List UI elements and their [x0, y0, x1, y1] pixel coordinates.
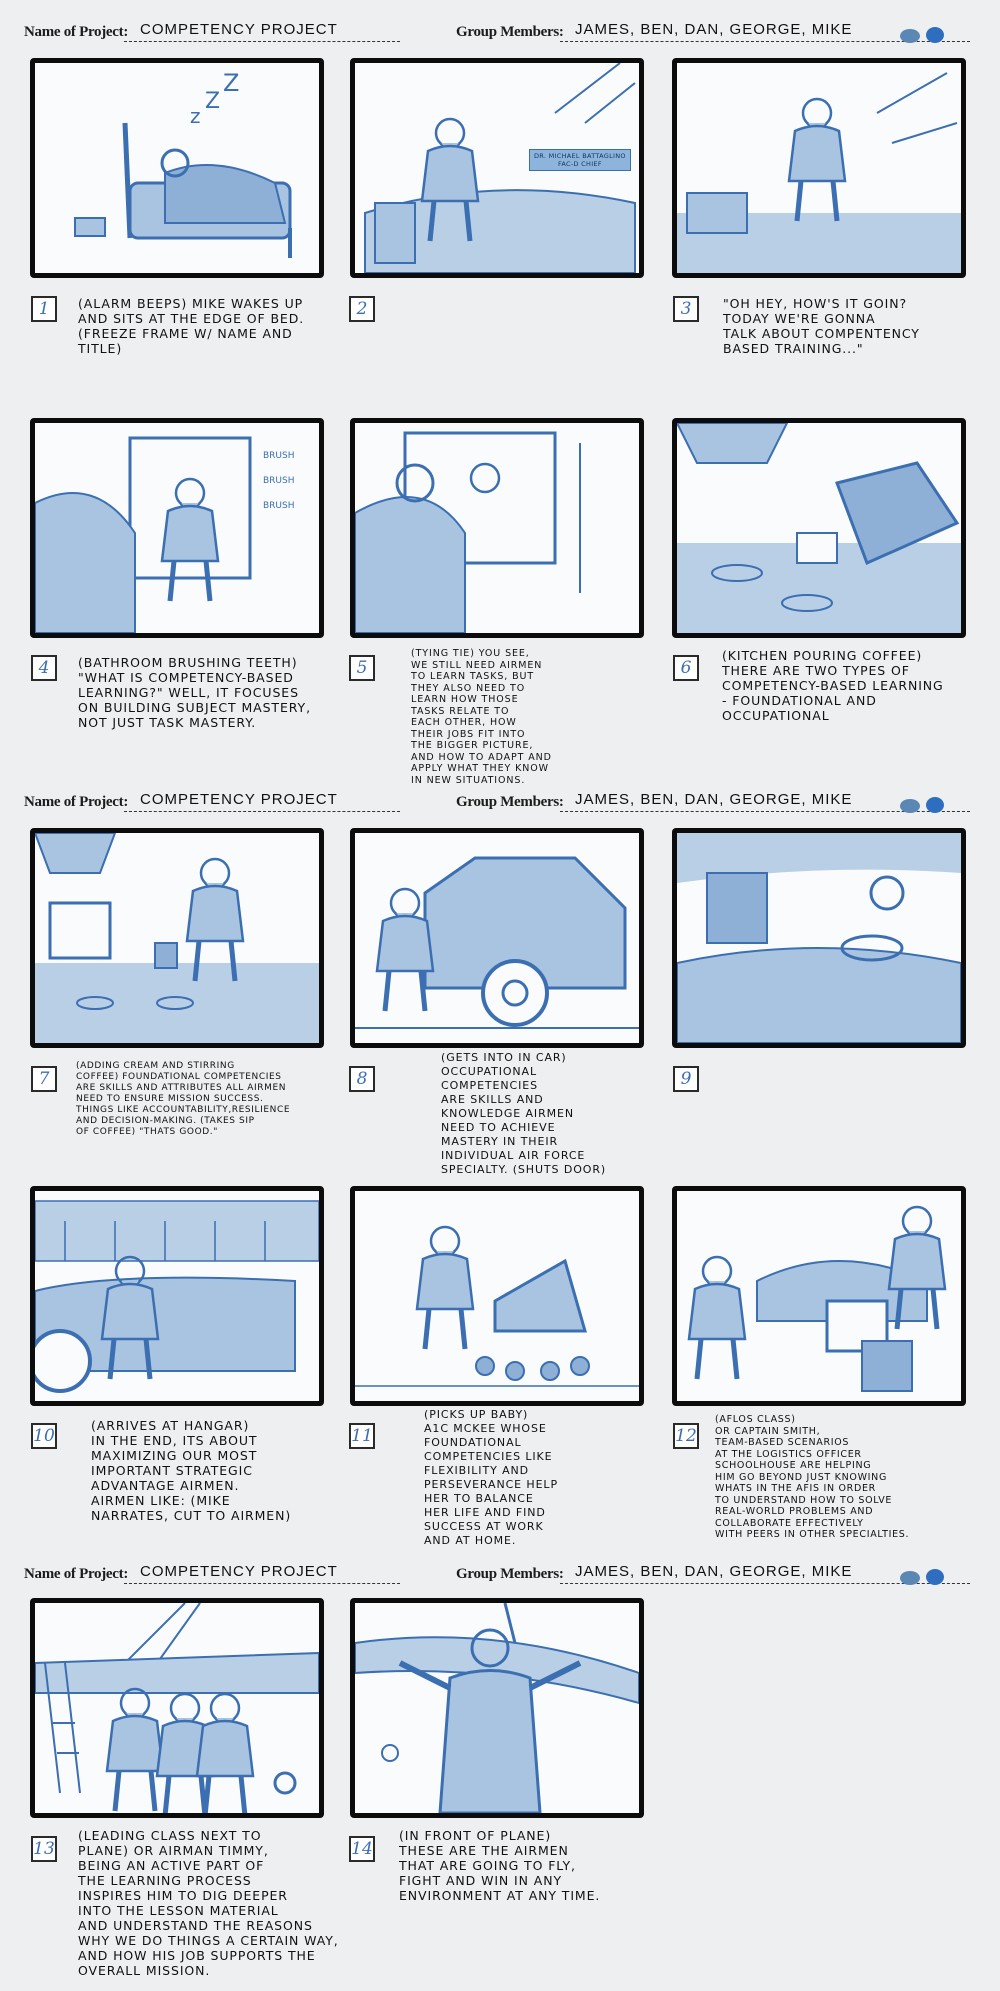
name-plate-title: FAC-D CHIEF [557, 160, 602, 168]
panel-12-sketch [677, 1191, 961, 1392]
panel-13-frame [30, 1598, 324, 1818]
project-label: Name of Project: [24, 794, 129, 810]
svg-text:Z: Z [223, 69, 239, 97]
panel-12-frame [672, 1186, 966, 1406]
panel-11-sketch [355, 1191, 639, 1387]
panel-9-number: 9 [673, 1066, 699, 1092]
panel-11-caption: (PICKS UP BABY) A1C MCKEE WHOSE FOUNDATI… [424, 1408, 558, 1547]
panel-4-number: 4 [31, 655, 57, 681]
panel-8-caption: (GETS INTO IN CAR) OCCUPATIONAL COMPETEN… [441, 1051, 607, 1176]
panel-14-caption: (IN FRONT OF PLANE) THESE ARE THE AIRMEN… [399, 1828, 601, 1903]
panel-1-sketch: z Z Z [74, 69, 292, 258]
panel-2-frame: DR. MICHAEL BATTAGLINO FAC-D CHIEF [350, 58, 644, 278]
panel-2-number: 2 [349, 296, 375, 322]
svg-text:z: z [190, 104, 201, 128]
project-label: Name of Project: [24, 24, 129, 40]
panel-9-sketch [677, 833, 961, 1043]
panel-6-frame [672, 418, 966, 638]
panel-1-frame: z Z Z [30, 58, 324, 278]
panel-5-frame [350, 418, 644, 638]
sfx-brush-1: BRUSH [263, 451, 295, 461]
members-underline [560, 41, 970, 42]
panel-4-frame: BRUSH BRUSH BRUSH [30, 418, 324, 638]
panel-6-sketch [677, 423, 961, 633]
page-header-3: Name of Project: COMPETENCY PROJECT Grou… [0, 1562, 1000, 1596]
panel-8-frame [350, 828, 644, 1048]
panel-3-frame [672, 58, 966, 278]
panel-5-number: 5 [349, 655, 375, 681]
panel-1-number: 1 [31, 296, 57, 322]
panel-10-frame [30, 1186, 324, 1406]
members-underline [560, 811, 970, 812]
panel-7-frame [30, 828, 324, 1048]
project-value: COMPETENCY PROJECT [140, 21, 338, 38]
panel-6-caption: (KITCHEN POURING COFFEE) THERE ARE TWO T… [722, 648, 944, 723]
panel-2-sketch [364, 63, 636, 273]
svg-text:Z: Z [205, 89, 220, 114]
panel-8-number: 8 [349, 1066, 375, 1092]
members-label: Group Members: [456, 794, 564, 810]
project-value: COMPETENCY PROJECT [140, 791, 338, 808]
name-plate-name: DR. MICHAEL BATTAGLINO [534, 152, 626, 160]
panel-14-number: 14 [349, 1836, 375, 1862]
panel-4-caption: (BATHROOM BRUSHING TEETH) "WHAT IS COMPE… [78, 655, 311, 730]
sfx-brush-2: BRUSH [263, 476, 295, 486]
panel-12-number: 12 [673, 1423, 699, 1449]
members-underline [560, 1583, 970, 1584]
panel-1-caption: (ALARM BEEPS) MIKE WAKES UP AND SITS AT … [78, 296, 305, 356]
panel-10-caption: (ARRIVES AT HANGAR) IN THE END, ITS ABOU… [91, 1418, 292, 1523]
panel-3-sketch [677, 72, 961, 273]
name-title-plate: DR. MICHAEL BATTAGLINO FAC-D CHIEF [529, 149, 631, 171]
panel-4-sketch: BRUSH BRUSH BRUSH [35, 436, 295, 633]
members-value: JAMES, BEN, DAN, GEORGE, MIKE [575, 1563, 853, 1580]
project-underline [124, 41, 400, 42]
panel-3-caption: "OH HEY, HOW'S IT GOIN? TODAY WE'RE GONN… [723, 296, 920, 356]
members-value: JAMES, BEN, DAN, GEORGE, MIKE [575, 791, 853, 808]
panel-14-frame [350, 1598, 644, 1818]
members-value: JAMES, BEN, DAN, GEORGE, MIKE [575, 21, 853, 38]
members-label: Group Members: [456, 1566, 564, 1582]
marker-dots-icon [900, 1569, 944, 1585]
panel-7-caption: (ADDING CREAM AND STIRRING COFFEE) FOUND… [76, 1061, 291, 1137]
panel-3-number: 3 [673, 296, 699, 322]
marker-dots-icon [900, 797, 944, 813]
panel-6-number: 6 [673, 655, 699, 681]
panel-12-caption: (AFLOS CLASS) OR CAPTAIN SMITH, TEAM-BAS… [715, 1414, 910, 1540]
panel-10-number: 10 [31, 1423, 57, 1449]
marker-dots-icon [900, 27, 944, 43]
project-underline [124, 811, 400, 812]
panel-5-caption: (TYING TIE) YOU SEE, WE STILL NEED AIRME… [411, 648, 552, 786]
panel-10-sketch [35, 1200, 319, 1393]
panel-13-number: 13 [31, 1836, 57, 1862]
panel-14-sketch [355, 1603, 639, 1813]
project-label: Name of Project: [24, 1566, 129, 1582]
sfx-brush-3: BRUSH [263, 501, 295, 511]
panel-8-sketch [355, 856, 639, 1029]
page-header-1: Name of Project: COMPETENCY PROJECT Grou… [0, 20, 1000, 54]
panel-7-sketch [35, 833, 319, 1043]
panel-7-number: 7 [31, 1066, 57, 1092]
page-header-2: Name of Project: COMPETENCY PROJECT Grou… [0, 790, 1000, 824]
members-label: Group Members: [456, 24, 564, 40]
panel-13-caption: (LEADING CLASS NEXT TO PLANE) OR AIRMAN … [78, 1828, 339, 1978]
project-underline [124, 1583, 400, 1584]
project-value: COMPETENCY PROJECT [140, 1563, 338, 1580]
panel-5-sketch [355, 431, 581, 633]
panel-11-number: 11 [349, 1423, 375, 1449]
panel-13-sketch [35, 1603, 319, 1813]
panel-11-frame [350, 1186, 644, 1406]
panel-9-frame [672, 828, 966, 1048]
